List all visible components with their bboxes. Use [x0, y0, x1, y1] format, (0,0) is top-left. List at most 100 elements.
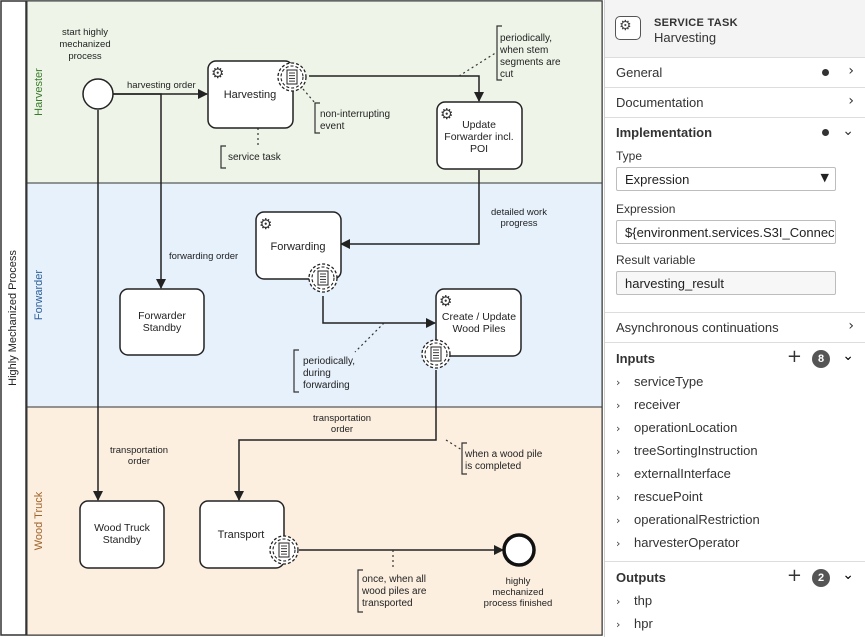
boundary-event[interactable]	[269, 535, 299, 565]
input-item[interactable]: ›receiver	[616, 397, 680, 412]
lane-label-wood-truck: Wood Truck	[33, 491, 45, 550]
group-async[interactable]: Asynchronous continuations›	[605, 313, 865, 343]
service-task-icon: ⚙	[615, 16, 641, 40]
flow-detailed-work[interactable]	[340, 170, 480, 249]
chevron-right-icon[interactable]: ›	[848, 318, 854, 334]
input-item[interactable]: ›treeSortingInstruction	[616, 443, 758, 458]
inputs-heading[interactable]: Inputs	[616, 351, 655, 366]
annotation-service-task: service task	[228, 152, 282, 163]
conditional-icon	[286, 69, 298, 85]
flow-transportation-order[interactable]	[234, 370, 437, 501]
conditional-icon	[317, 270, 329, 286]
select-arrow-icon: ▼	[820, 171, 829, 184]
gear-icon: ⚙	[439, 292, 452, 310]
task-wood-piles[interactable]: ⚙	[435, 288, 522, 357]
flow-to-update-forwarder[interactable]	[309, 75, 484, 102]
flow-to-wood-piles[interactable]	[322, 296, 436, 328]
result-variable-input[interactable]: harvesting_result	[616, 271, 836, 295]
end-event[interactable]	[502, 533, 536, 567]
chevron-right-icon[interactable]: ›	[616, 422, 621, 435]
input-item[interactable]: ›serviceType	[616, 374, 703, 389]
input-item[interactable]: › harvesterOperator	[616, 535, 740, 550]
input-item-label: operationLocation	[634, 420, 738, 435]
input-item[interactable]: › rescuePoint	[616, 489, 703, 504]
gear-icon: ⚙	[259, 215, 272, 233]
input-item-label: operationalRestriction	[634, 512, 760, 527]
type-select[interactable]: Expression▼	[616, 167, 836, 191]
flow-label-forwarding-order: forwarding order	[169, 251, 238, 262]
chevron-right-icon[interactable]: ›	[616, 376, 621, 389]
add-output-icon[interactable]: +	[786, 565, 802, 586]
task-transport[interactable]	[199, 500, 285, 569]
chevron-right-icon[interactable]: ›	[616, 445, 621, 458]
chevron-right-icon[interactable]: ›	[848, 63, 854, 79]
add-input-icon[interactable]: +	[786, 346, 802, 367]
chevron-right-icon[interactable]: ›	[616, 618, 621, 631]
boundary-event[interactable]	[277, 62, 307, 92]
gear-icon: ⚙	[440, 105, 453, 123]
association-non-interrupting	[302, 88, 316, 104]
input-item[interactable]: › operationalRestriction	[616, 512, 760, 527]
conditional-icon	[278, 542, 290, 558]
input-item[interactable]: › externalInterface	[616, 466, 731, 481]
chevron-down-icon[interactable]: ⌄	[842, 567, 854, 583]
chevron-right-icon[interactable]: ›	[616, 537, 621, 550]
group-general[interactable]: General›	[605, 58, 865, 88]
lane-label-forwarder: Forwarder	[33, 270, 45, 320]
group-documentation[interactable]: Documentation›	[605, 88, 865, 118]
chevron-right-icon[interactable]: ›	[616, 514, 621, 527]
inputs-section: Inputs + 8 ⌄ ›serviceType›receiver›opera…	[605, 343, 865, 562]
task-truck-standby[interactable]	[79, 500, 165, 569]
flow-forwarding-order[interactable]	[113, 93, 166, 289]
element-type: SERVICE TASK	[654, 17, 738, 29]
output-item[interactable]: › thp	[616, 593, 652, 608]
input-item-label: harvesterOperator	[634, 535, 740, 550]
outputs-count-badge: 2	[812, 569, 830, 587]
flow-label-harvesting-order: harvesting order	[127, 80, 196, 91]
outputs-heading[interactable]: Outputs	[616, 570, 666, 585]
properties-panel: ⚙ SERVICE TASK Harvesting General› Docum…	[604, 0, 865, 637]
task-update-forwarder[interactable]: ⚙	[436, 101, 523, 170]
task-forwarding-label: Forwarding	[270, 241, 325, 253]
element-name: Harvesting	[654, 30, 717, 45]
conditional-icon	[430, 346, 442, 362]
panel-header: ⚙ SERVICE TASK Harvesting	[605, 0, 865, 58]
chevron-right-icon[interactable]: ›	[616, 468, 621, 481]
task-transport-label: Transport	[218, 529, 265, 541]
output-item-label: hpr	[634, 616, 653, 631]
boundary-event[interactable]	[308, 263, 338, 293]
group-implementation[interactable]: Implementation⌄	[616, 123, 854, 140]
inputs-count-badge: 8	[812, 350, 830, 368]
task-forwarder-standby[interactable]	[119, 288, 205, 356]
task-harvesting[interactable]: ⚙	[207, 60, 294, 129]
chevron-right-icon[interactable]: ›	[616, 491, 621, 504]
boundary-event[interactable]	[421, 339, 451, 369]
chevron-down-icon[interactable]: ⌄	[842, 123, 854, 139]
chevron-down-icon[interactable]: ⌄	[842, 348, 854, 364]
input-item-label: externalInterface	[634, 466, 731, 481]
output-item[interactable]: › hpr	[616, 616, 653, 631]
task-forwarding[interactable]: ⚙	[255, 211, 342, 280]
pool-label: Highly Mechanized Process	[7, 250, 19, 386]
output-item-label: thp	[634, 593, 653, 608]
start-event[interactable]	[82, 78, 114, 110]
association-forwarding	[354, 322, 385, 353]
chevron-right-icon[interactable]: ›	[616, 399, 621, 412]
input-item[interactable]: › operationLocation	[616, 420, 737, 435]
task-harvesting-label: Harvesting	[224, 89, 277, 101]
input-item-label: rescuePoint	[634, 489, 703, 504]
chevron-right-icon[interactable]: ›	[616, 595, 621, 608]
expression-label: Expression	[616, 202, 676, 216]
bpmn-canvas[interactable]: Highly Mechanized Process Harvester Forw…	[0, 0, 604, 637]
changed-dot-icon	[822, 129, 829, 136]
chevron-right-icon[interactable]: ›	[848, 93, 854, 109]
expression-input[interactable]: ${environment.services.S3I_Connec	[616, 220, 836, 244]
